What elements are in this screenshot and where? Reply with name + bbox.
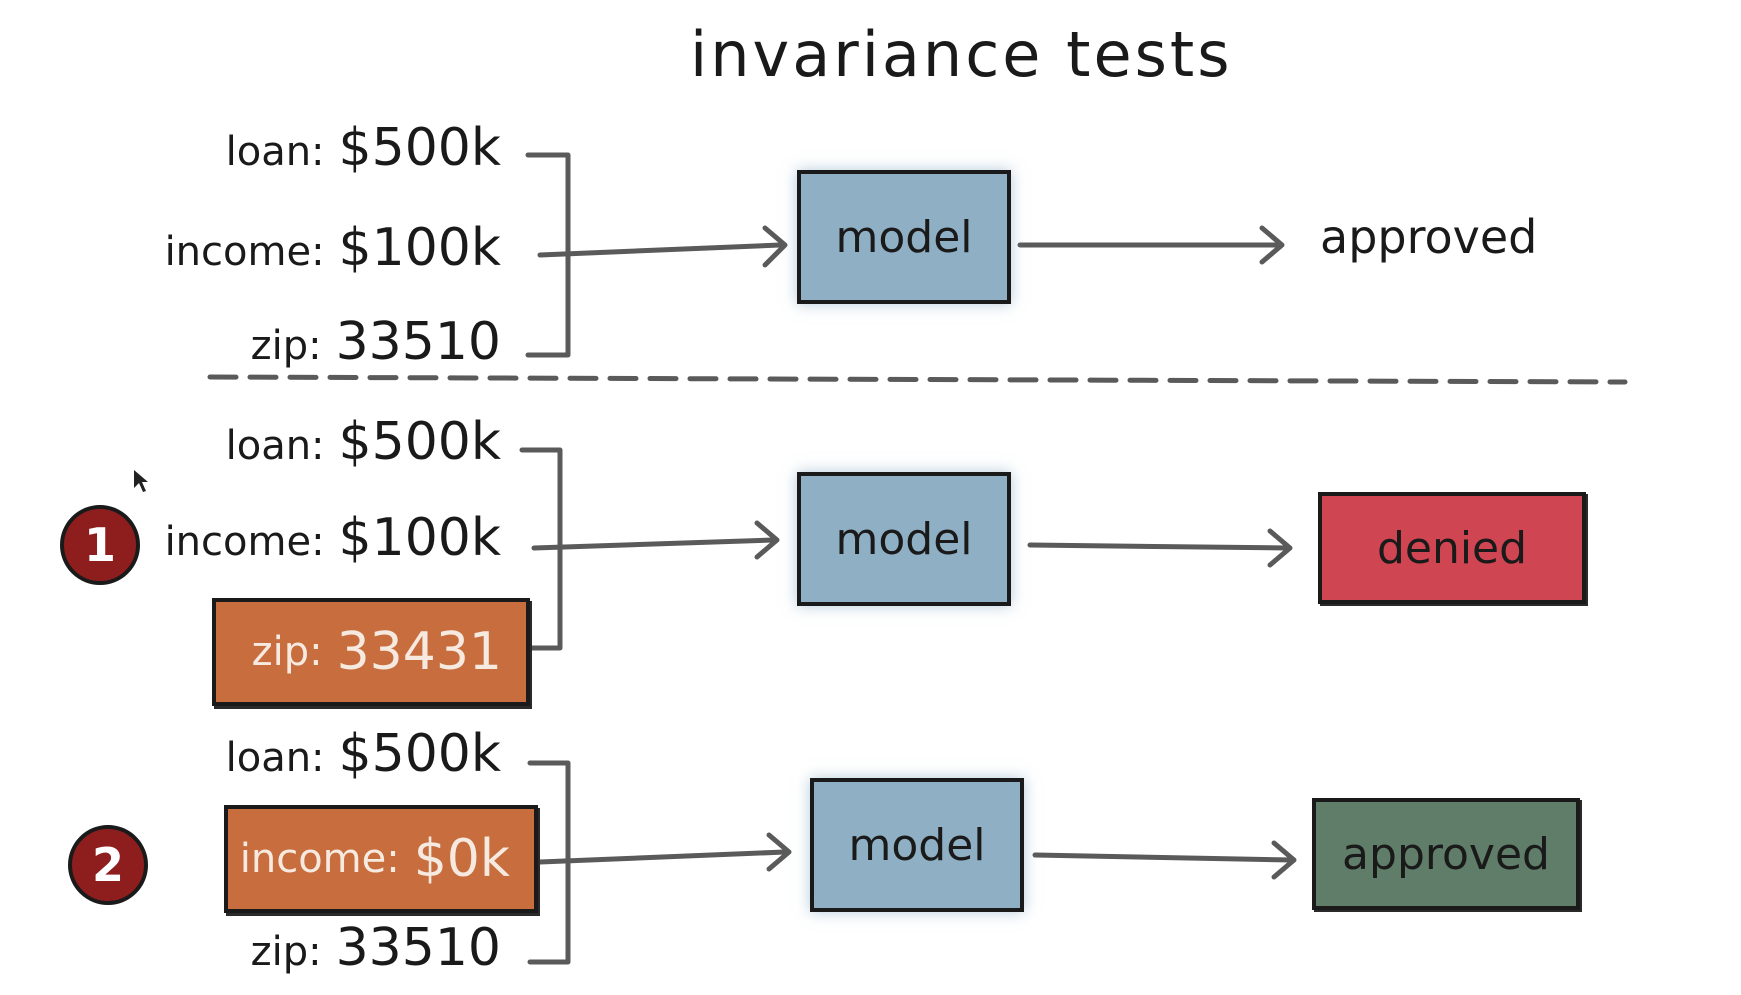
test1-loan: loan:$500k: [225, 412, 501, 472]
test2-input-arrowhead: [766, 832, 792, 872]
test2-loan: loan:$500k: [225, 724, 501, 784]
test1-output-arrowhead: [1267, 528, 1293, 568]
test1-model-box: model: [797, 472, 1011, 606]
test1-output-arrow: [1027, 542, 1291, 551]
test1-input-arrowhead: [754, 520, 780, 560]
baseline-income: income:$100k: [164, 218, 501, 278]
baseline-input-arrowhead: [762, 225, 788, 268]
diagram-title: invariance tests: [690, 18, 1233, 91]
baseline-result: approved: [1320, 210, 1538, 264]
test2-income-changed: income:$0k: [224, 805, 538, 913]
baseline-zip: zip:33510: [250, 312, 501, 372]
mouse-cursor-icon: [134, 470, 148, 492]
test2-model-box: model: [810, 778, 1024, 912]
test1-result-denied: denied: [1318, 492, 1586, 604]
section-divider: [207, 374, 1628, 385]
test2-output-arrowhead: [1271, 840, 1297, 880]
test2-zip: zip:33510: [250, 918, 501, 978]
baseline-output-arrowhead: [1259, 225, 1285, 265]
test1-zip-changed: zip:33431: [212, 598, 530, 706]
test2-input-arrow: [537, 849, 788, 865]
test2-output-arrow: [1032, 852, 1295, 863]
baseline-loan: loan:$500k: [225, 118, 501, 178]
test1-income: income:$100k: [164, 508, 501, 568]
test1-input-arrow: [531, 537, 776, 551]
test2-badge: 2: [68, 825, 148, 905]
test1-badge: 1: [60, 505, 140, 585]
baseline-input-arrow: [537, 242, 783, 258]
baseline-model-box: model: [797, 170, 1011, 304]
test2-result-approved: approved: [1312, 798, 1580, 910]
